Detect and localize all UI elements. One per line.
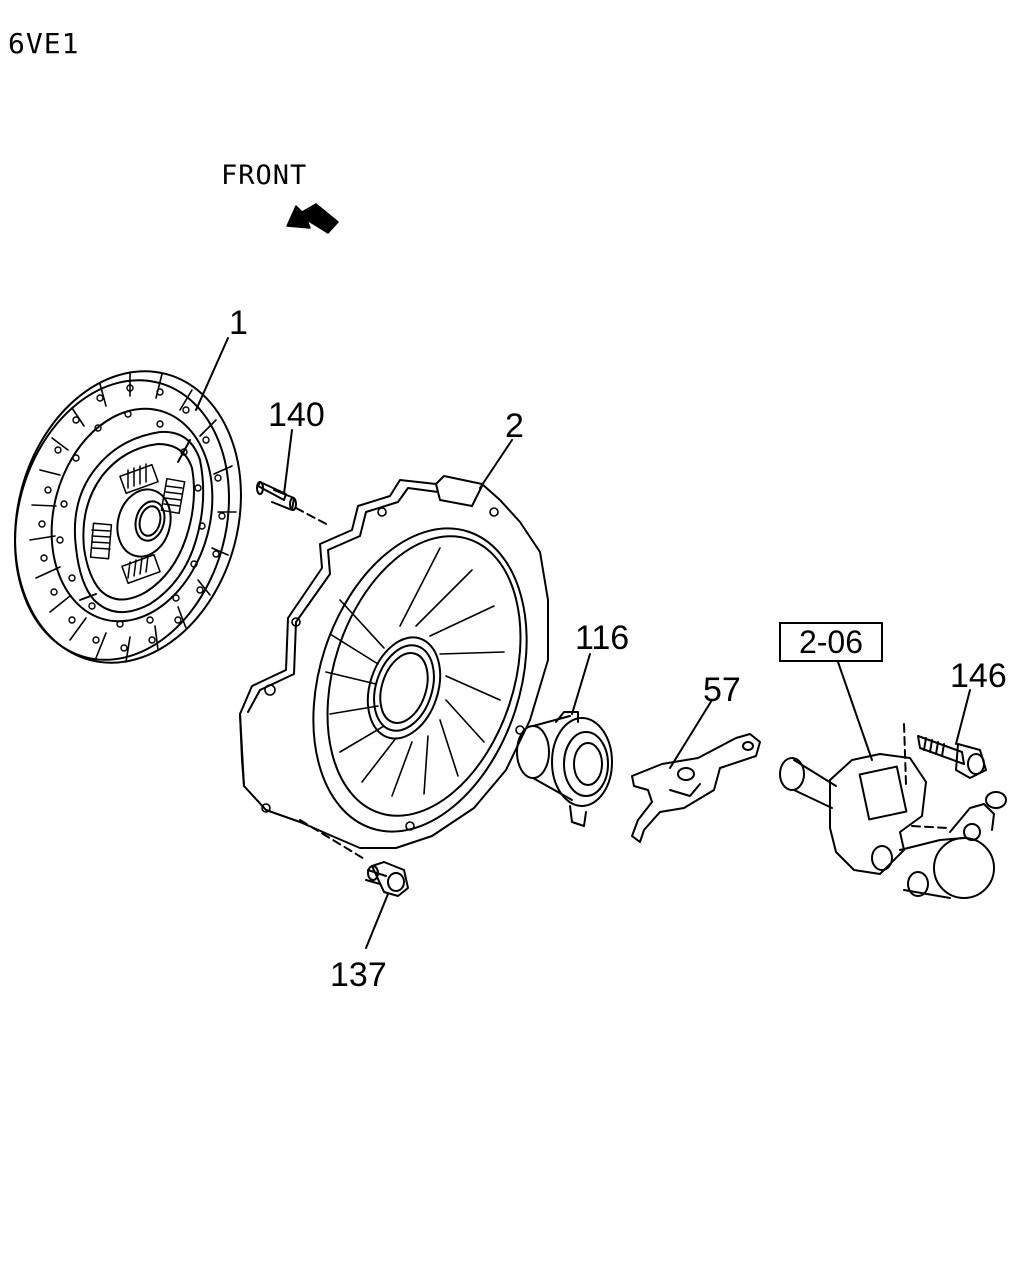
diagram-code: 6VE1: [8, 27, 80, 60]
release-fork: [631, 733, 761, 843]
leader-line: [195, 337, 229, 411]
callout-clutch-disc: 1: [229, 304, 248, 342]
callout-release-fork: 57: [703, 671, 741, 709]
leader-line: [669, 699, 713, 769]
pressure-plate: [239, 475, 549, 849]
release-bearing: [516, 711, 613, 827]
leader-line: [283, 429, 293, 495]
callout-dowel-pin: 140: [268, 396, 325, 434]
leader-line: [295, 507, 331, 527]
callout-pressure-plate: 2: [505, 407, 524, 445]
leader-line: [903, 723, 949, 829]
slave-cylinder: [779, 753, 1007, 899]
callout-bolt-bottom: 137: [330, 956, 387, 994]
leader-line: [365, 893, 389, 949]
dowel-pin: [256, 481, 297, 511]
bolt-137: [365, 861, 409, 897]
leader-line: [571, 653, 591, 715]
leader-line: [955, 689, 971, 745]
clutch-disc: [14, 370, 242, 664]
callout-release-bearing: 116: [575, 619, 630, 657]
front-arrow-icon: [286, 203, 339, 234]
callout-reference-box: 2-06: [779, 622, 883, 662]
leader-line: [479, 439, 513, 489]
leader-line: [299, 819, 367, 861]
front-label: FRONT: [221, 160, 308, 191]
bolt-146: [917, 735, 987, 779]
callout-bolt-right: 146: [950, 657, 1007, 695]
leader-line: [837, 661, 873, 761]
